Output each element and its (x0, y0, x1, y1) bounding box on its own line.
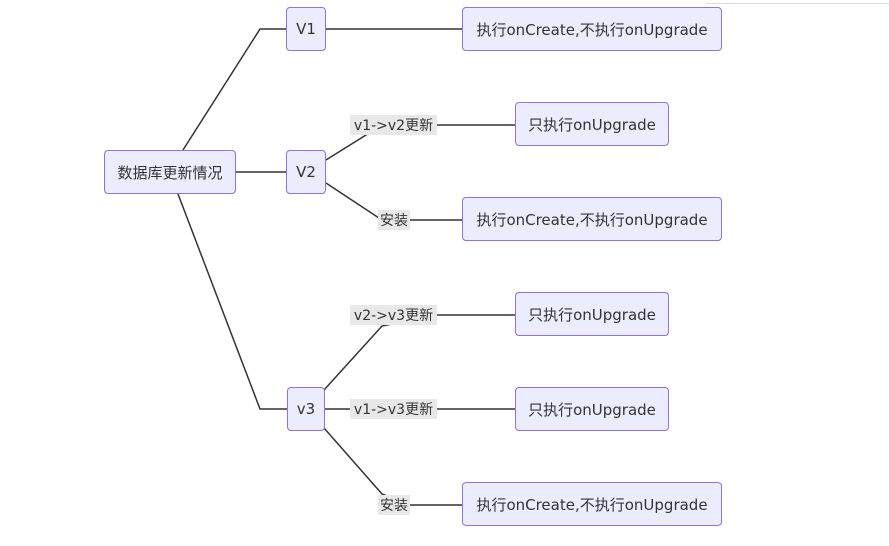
node-v2-upgrade-result[interactable]: 只执行onUpgrade (515, 102, 669, 146)
edge-label-v2-to-v3: v2->v3更新 (350, 305, 437, 325)
edge-label-v2-install: 安装 (378, 210, 410, 230)
edge-root-v1 (182, 28, 286, 151)
node-v3-from-v2-result[interactable]: 只执行onUpgrade (515, 292, 669, 336)
node-root[interactable]: 数据库更新情况 (104, 150, 236, 194)
node-v1[interactable]: V1 (286, 7, 326, 51)
edge-v3-from-v2 (323, 314, 515, 391)
node-v2-install-result[interactable]: 执行onCreate,不执行onUpgrade (462, 197, 722, 241)
edge-root-v3 (177, 193, 287, 410)
node-v1-result[interactable]: 执行onCreate,不执行onUpgrade (462, 7, 722, 51)
top-window-strip (706, 0, 889, 4)
edge-label-v1-to-v2: v1->v2更新 (350, 115, 437, 135)
edge-label-v1-to-v3: v1->v3更新 (350, 399, 437, 419)
node-v2[interactable]: V2 (286, 150, 326, 194)
node-v3-install-result[interactable]: 执行onCreate,不执行onUpgrade (462, 482, 722, 526)
edge-v3-install (323, 427, 462, 506)
node-v3[interactable]: v3 (287, 387, 325, 431)
edge-label-v3-install: 安装 (378, 495, 410, 515)
node-v3-from-v1-result[interactable]: 只执行onUpgrade (515, 387, 669, 431)
